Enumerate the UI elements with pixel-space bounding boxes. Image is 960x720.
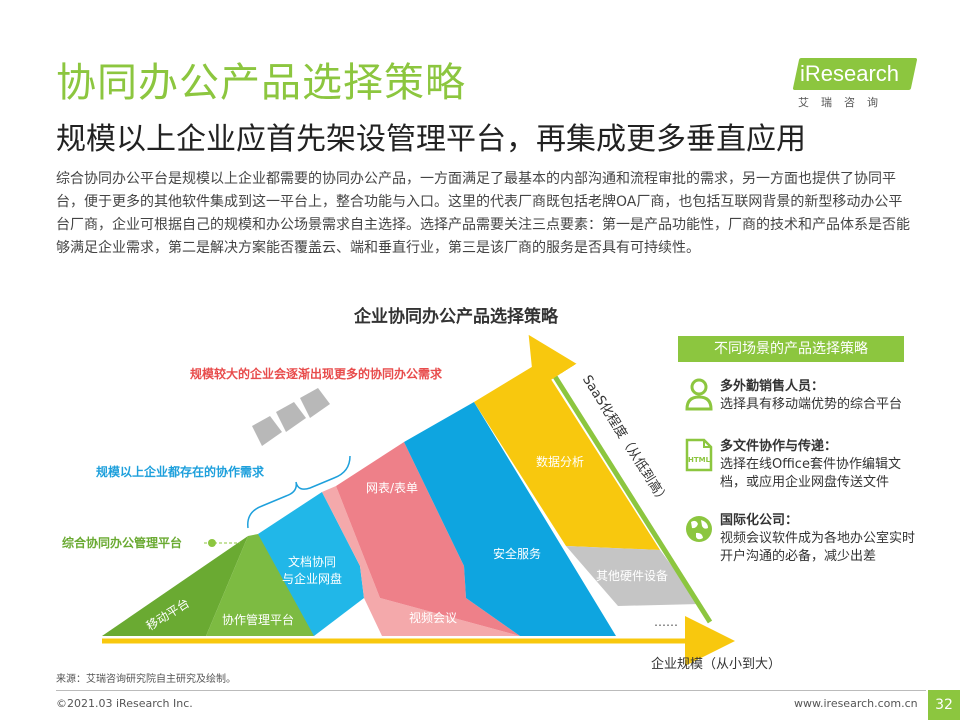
html-document-icon: HTML	[685, 438, 713, 472]
panel-item-heading: 多外勤销售人员：	[720, 379, 825, 394]
band-label-document-collab-1: 文档协同	[288, 554, 336, 569]
x-axis-label: 企业规模（从小到大）	[651, 656, 781, 672]
panel-item-heading: 多文件协作与传递：	[720, 439, 838, 454]
panel-item-body: 选择在线Office套件协作编辑文档，或应用企业网盘传送文件	[720, 457, 901, 490]
website-link[interactable]: www.iresearch.com.cn	[794, 697, 918, 710]
logo-text: iResearch	[800, 61, 900, 86]
page-title: 协同办公产品选择策略	[56, 60, 466, 106]
band-label-form: 网表/表单	[366, 481, 418, 495]
band-hardware	[566, 546, 700, 606]
page-number: 32	[928, 690, 960, 720]
globe-icon	[686, 516, 712, 542]
panel-item-text: 国际化公司： 视频会议软件成为各地办公室实时开户沟通的必备，减少出差	[720, 512, 920, 566]
panel-item-heading: 国际化公司：	[720, 513, 799, 528]
person-icon	[685, 378, 713, 411]
y-axis-arrow	[528, 334, 713, 624]
intro-paragraph: 综合协同办公平台是规模以上企业都需要的协同办公产品，一方面满足了最基本的内部沟通…	[56, 171, 910, 256]
annotation-large-enterprise: 规模较大的企业会逐渐出现更多的协同办公需求	[190, 366, 443, 381]
panel-item-body: 选择具有移动端优势的综合平台	[720, 397, 903, 412]
source-note: 来源：艾瑞咨询研究院自主研究及绘制。	[56, 674, 236, 685]
panel-title: 不同场景的产品选择策略	[678, 336, 904, 362]
panel-item-text: 多文件协作与传递： 选择在线Office套件协作编辑文档，或应用企业网盘传送文件	[720, 438, 920, 492]
band-label-video-meeting: 视频会议	[409, 610, 457, 625]
logo-chinese-text: 艾瑞咨询	[798, 96, 890, 109]
band-label-data-analysis: 数据分析	[536, 454, 584, 469]
band-label-document-collab-2: 与企业网盘	[282, 571, 342, 586]
panel-item-body: 视频会议软件成为各地办公室实时开户沟通的必备，减少出差	[720, 531, 916, 564]
ellipsis-label: ……	[654, 615, 678, 629]
band-data-analysis	[474, 362, 660, 550]
copyright-text: ©2021.03 iResearch Inc.	[56, 697, 193, 710]
page-subtitle: 规模以上企业应首先架设管理平台，再集成更多垂直应用	[56, 122, 806, 157]
footer-divider	[56, 690, 926, 691]
band-security	[404, 402, 616, 636]
iresearch-logo: iResearch 艾瑞咨询	[790, 50, 920, 112]
band-collab-management	[206, 534, 314, 636]
base-platform-dot	[208, 539, 216, 547]
band-form	[336, 442, 520, 636]
panel-item-text: 多外勤销售人员： 选择具有移动端优势的综合平台	[720, 378, 920, 414]
brace-icon	[247, 455, 351, 529]
annotation-above-scale: 规模以上企业都存在的协作需求	[96, 464, 265, 479]
chevron-arrows-icon	[252, 388, 330, 446]
band-mobile-platform	[102, 536, 248, 636]
scenario-panel: 不同场景的产品选择策略 多外勤销售人员： 选择具有移动端优势的综合平台 HTML…	[678, 336, 915, 564]
band-document-collab	[258, 492, 364, 636]
band-label-collab-management: 协作管理平台	[222, 612, 294, 627]
html-icon-text: HTML	[688, 456, 711, 464]
annotation-base-platform: 综合协同办公管理平台	[62, 535, 182, 550]
band-label-hardware: 其他硬件设备	[596, 569, 668, 583]
band-video-meeting	[322, 486, 520, 636]
band-label-security: 安全服务	[493, 546, 541, 561]
diagram-title: 企业协同办公产品选择策略	[354, 307, 558, 327]
